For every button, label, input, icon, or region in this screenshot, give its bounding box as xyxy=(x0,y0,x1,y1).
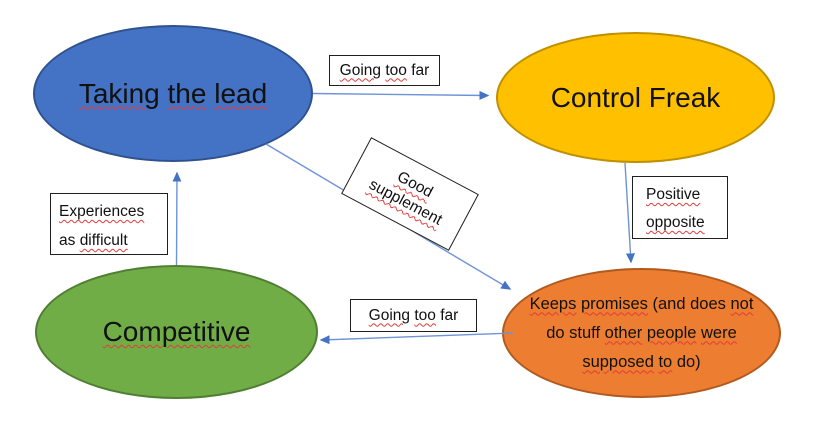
node-control-freak[interactable]: Control Freak xyxy=(496,32,775,163)
node-competitive[interactable]: Competitive xyxy=(35,265,318,399)
node-taking-the-lead[interactable]: Taking the lead xyxy=(33,25,313,162)
connector-lead-to-controlfreak[interactable] xyxy=(312,90,490,100)
node-label: Competitive xyxy=(102,316,251,347)
edge-label-text: Going too far xyxy=(339,61,430,79)
edge-label-going-too-far-top[interactable]: Going too far xyxy=(329,55,440,86)
edge-label-text: Going too far xyxy=(368,306,459,324)
connector-controlfreak-to-keepspromises[interactable] xyxy=(624,162,635,264)
edge-label-going-too-far-bottom[interactable]: Going too far xyxy=(350,299,477,332)
node-label: Taking the lead xyxy=(78,77,268,109)
connector-competitive-to-lead[interactable] xyxy=(172,171,182,266)
node-label: Control Freak xyxy=(550,81,721,113)
connector-keepspromises-to-competitive[interactable] xyxy=(319,332,514,345)
